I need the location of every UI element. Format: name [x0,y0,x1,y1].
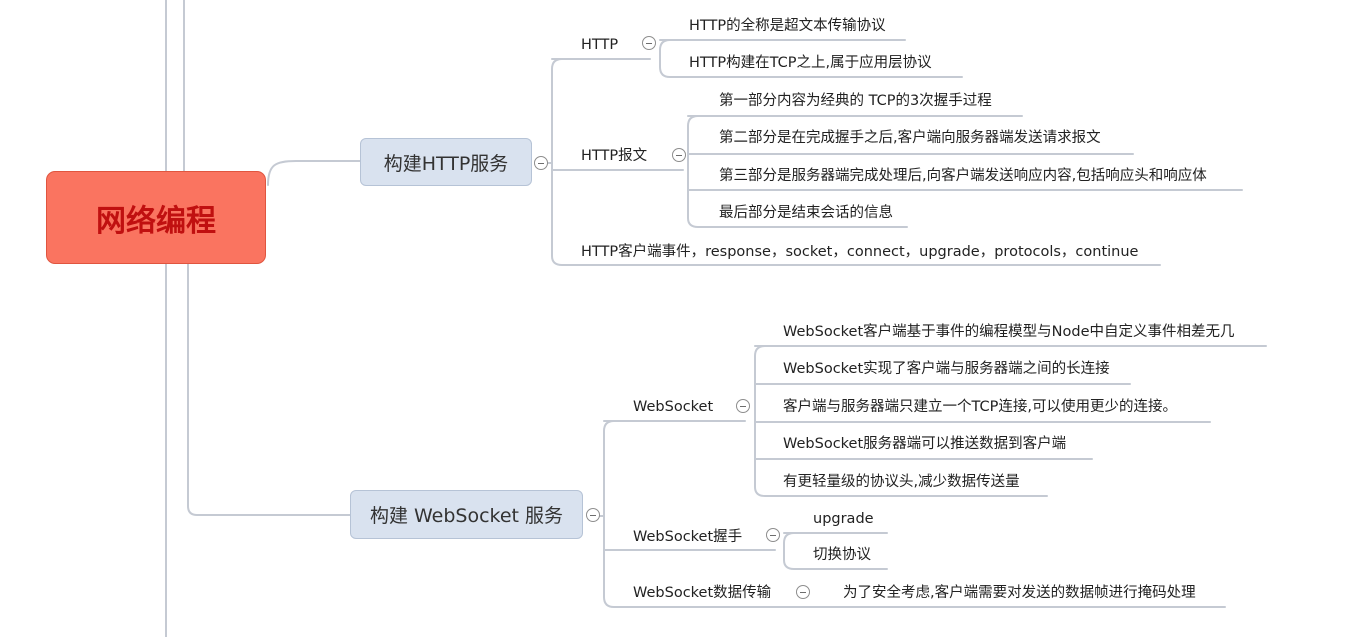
leaf[interactable]: 最后部分是结束会话的信息 [719,205,893,221]
leaf[interactable]: WebSocket实现了客户端与服务器端之间的长连接 [783,361,1110,377]
collapse-icon[interactable] [736,399,750,413]
collapse-icon[interactable] [586,508,600,522]
topic-websocket-handshake[interactable]: WebSocket握手 [633,529,743,545]
collapse-icon[interactable] [766,528,780,542]
leaf[interactable]: upgrade [813,511,874,527]
leaf[interactable]: 第二部分是在完成握手之后,客户端向服务器端发送请求报文 [719,130,1101,146]
topic-websocket[interactable]: WebSocket [633,399,714,415]
collapse-icon[interactable] [796,585,810,599]
topic-http-message[interactable]: HTTP报文 [581,148,648,164]
leaf[interactable]: 有更轻量级的协议头,减少数据传送量 [783,474,1020,490]
leaf[interactable]: WebSocket客户端基于事件的编程模型与Node中自定义事件相差无几 [783,324,1235,340]
leaf[interactable]: HTTP构建在TCP之上,属于应用层协议 [689,55,932,71]
leaf[interactable]: 为了安全考虑,客户端需要对发送的数据帧进行掩码处理 [843,585,1196,601]
topic-websocket-data-transfer[interactable]: WebSocket数据传输 [633,585,772,601]
leaf[interactable]: 客户端与服务器端只建立一个TCP连接,可以使用更少的连接。 [783,399,1177,415]
topic-http-client-events[interactable]: HTTP客户端事件，response，socket，connect，upgrad… [581,244,1139,260]
collapse-icon[interactable] [642,36,656,50]
leaf[interactable]: WebSocket服务器端可以推送数据到客户端 [783,436,1067,452]
leaf[interactable]: 切换协议 [813,547,871,563]
collapse-icon[interactable] [672,148,686,162]
root-topic[interactable]: 网络编程 [46,171,266,264]
branch-websocket-service[interactable]: 构建 WebSocket 服务 [350,490,583,539]
branch-http-service[interactable]: 构建HTTP服务 [360,138,532,186]
leaf[interactable]: HTTP的全称是超文本传输协议 [689,18,886,34]
leaf[interactable]: 第三部分是服务器端完成处理后,向客户端发送响应内容,包括响应头和响应体 [719,168,1207,184]
leaf[interactable]: 第一部分内容为经典的 TCP的3次握手过程 [719,93,992,109]
collapse-icon[interactable] [534,156,548,170]
topic-http[interactable]: HTTP [581,37,619,53]
